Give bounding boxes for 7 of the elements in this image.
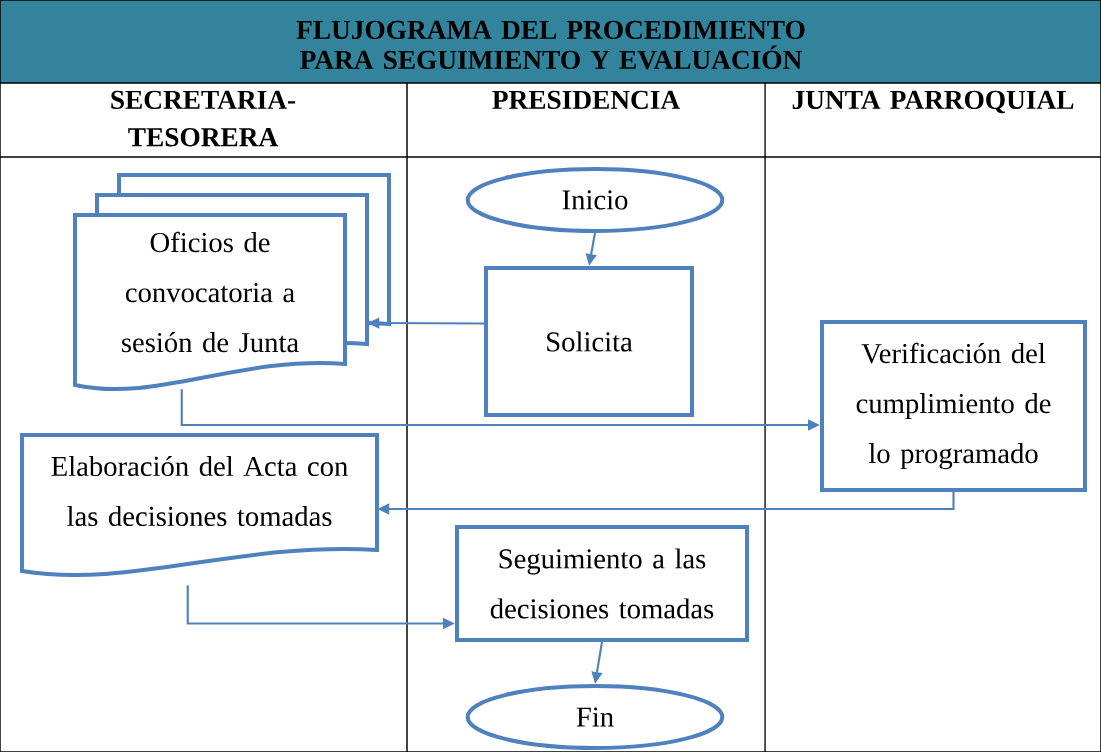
title-band: FLUJOGRAMA DEL PROCEDIMIENTO PARA SEGUIMIENTO Y EVALUACIÓN <box>0 0 1101 83</box>
column-header: JUNTA PARROQUIAL <box>792 90 1074 114</box>
column-header: PRESIDENCIA <box>492 90 680 110</box>
process-box: Verificación del cumplimiento de lo programado <box>820 320 1087 492</box>
process-box: Solicita <box>484 266 694 417</box>
column-header: SECRETARIA-TESORERA <box>111 90 296 147</box>
process-box: Seguimiento a las decisiones tomadas <box>455 525 749 642</box>
